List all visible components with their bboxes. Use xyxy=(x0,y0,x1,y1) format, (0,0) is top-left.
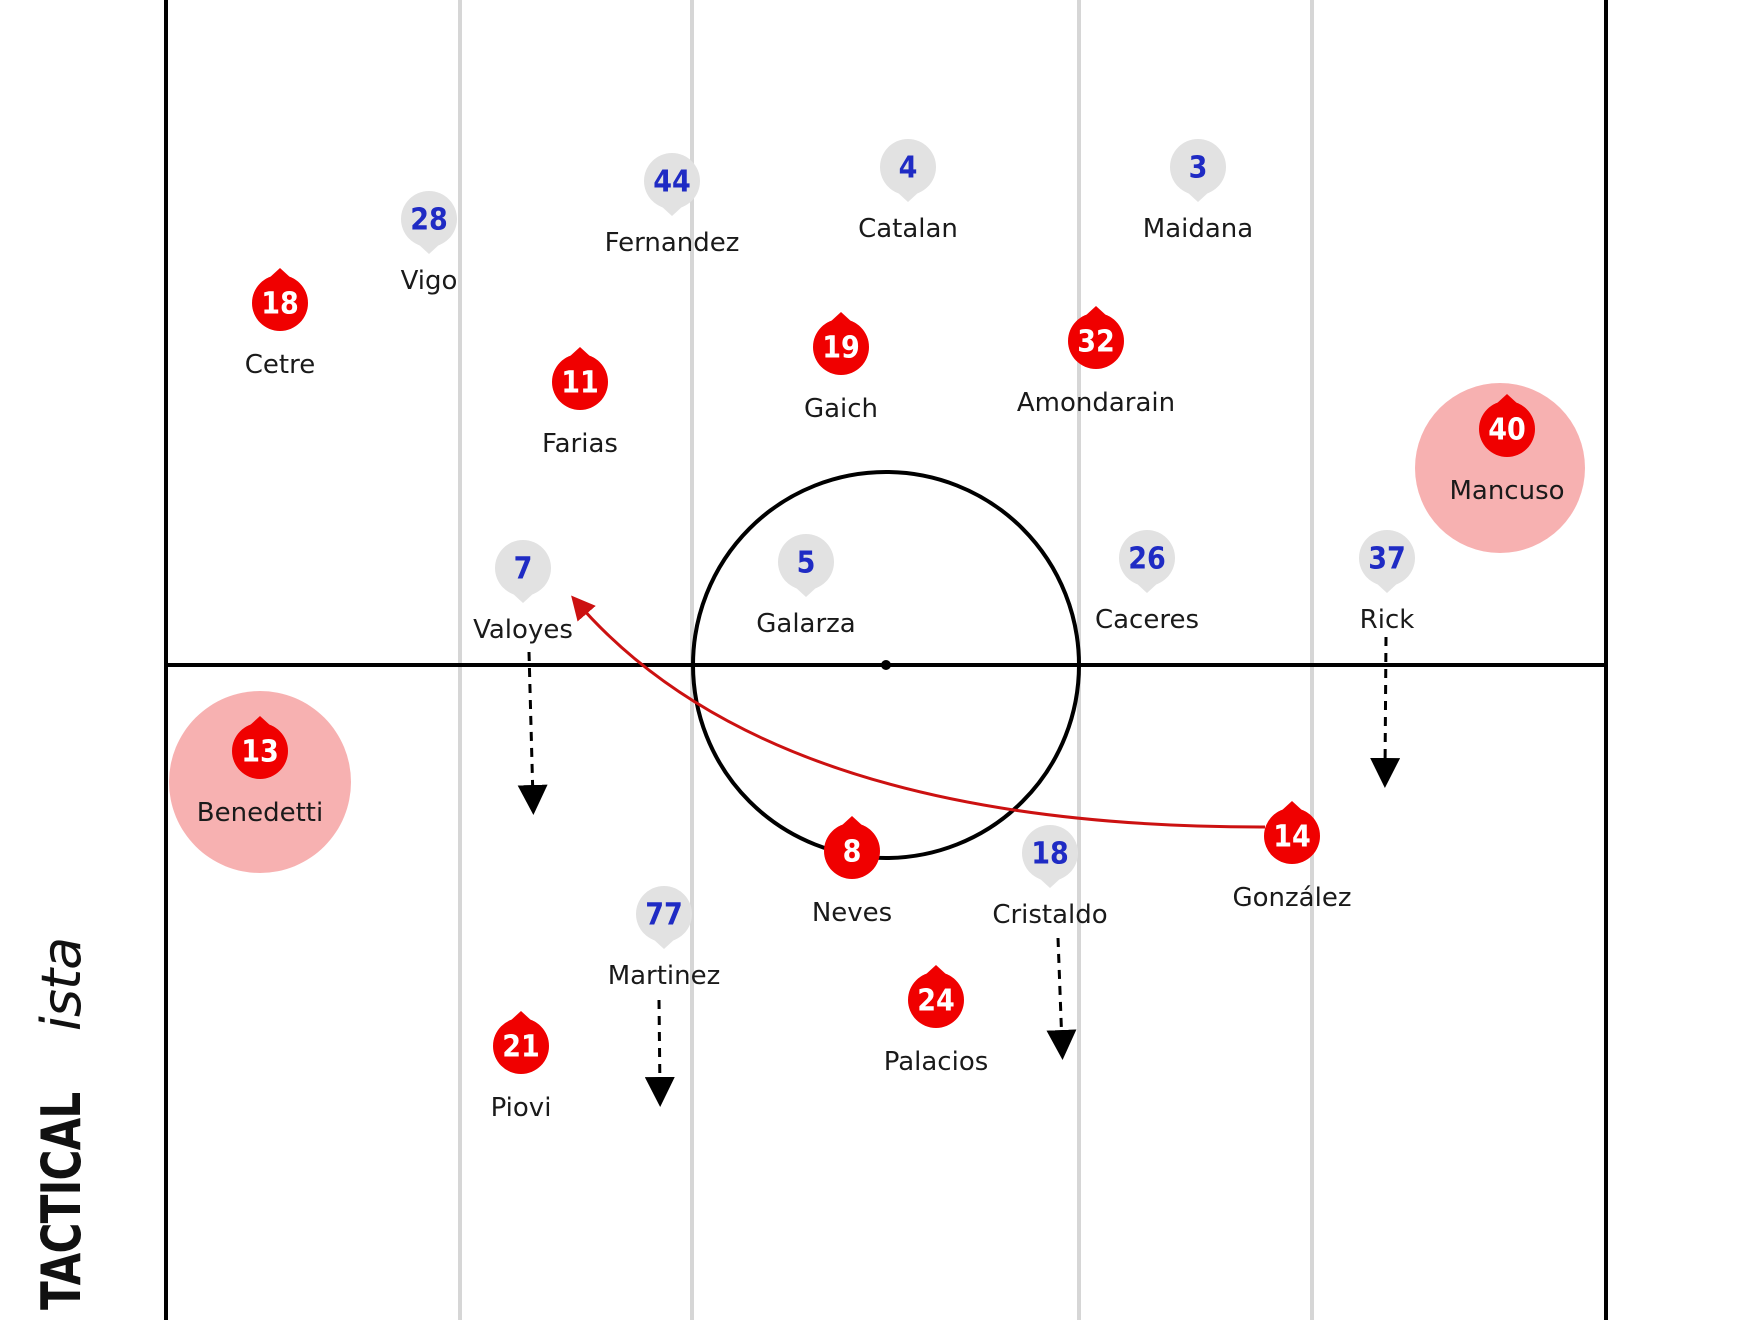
player-name: Martinez xyxy=(608,961,721,991)
player-badge xyxy=(880,139,936,195)
player-number: 3 xyxy=(1189,151,1208,186)
player-number: 32 xyxy=(1077,325,1115,360)
player-number: 40 xyxy=(1488,413,1526,448)
players: 28Vigo44Fernandez4Catalan3Maidana18Cetre… xyxy=(197,139,1565,1123)
player-badge xyxy=(1170,139,1226,195)
movement-arrows xyxy=(517,595,1401,1107)
logo-bold-text: TACTICAL xyxy=(30,1092,93,1310)
player-number: 11 xyxy=(561,366,599,401)
player-number: 7 xyxy=(514,552,533,587)
player-name: Vigo xyxy=(401,266,458,296)
player-badge xyxy=(495,540,551,596)
player-number: 14 xyxy=(1273,820,1311,855)
player-badge xyxy=(1022,825,1078,881)
player-number: 26 xyxy=(1128,542,1166,577)
player-number: 8 xyxy=(843,835,862,870)
player-number: 37 xyxy=(1368,542,1406,577)
highlights xyxy=(169,383,1585,873)
player-name: Neves xyxy=(812,898,892,928)
run-arrow-martinez xyxy=(644,999,675,1107)
player-name: González xyxy=(1233,883,1352,913)
player-name: Cetre xyxy=(245,350,315,380)
player-badge xyxy=(636,886,692,942)
logo-italic-text: ista xyxy=(30,937,93,1032)
player-number: 5 xyxy=(797,546,816,581)
player-name: Valoyes xyxy=(473,615,573,645)
player-number: 44 xyxy=(653,165,691,200)
player-number: 77 xyxy=(645,898,683,933)
player-number: 13 xyxy=(241,735,279,770)
run-arrow-valoyes xyxy=(517,651,548,815)
run-arrow-cristaldo xyxy=(1046,937,1077,1060)
player-badge xyxy=(778,534,834,590)
player-badge xyxy=(552,354,608,410)
player-badge xyxy=(1119,530,1175,586)
highlight-mancuso xyxy=(1415,383,1585,553)
player-name: Palacios xyxy=(884,1047,989,1077)
player-badge xyxy=(232,723,288,779)
player-number: 19 xyxy=(822,331,860,366)
player-badge xyxy=(1359,530,1415,586)
pass-arrow-gonzalez-to-valoyes xyxy=(571,595,1266,829)
player-name: Fernandez xyxy=(605,228,740,258)
player-badge xyxy=(908,972,964,1028)
player-name: Catalan xyxy=(858,214,958,244)
pitch-markings xyxy=(164,0,1608,1320)
run-arrow-rick xyxy=(1370,636,1401,788)
player-name: Caceres xyxy=(1095,605,1199,635)
player-badge xyxy=(813,319,869,375)
player-badge xyxy=(252,275,308,331)
player-number: 21 xyxy=(502,1030,540,1065)
player-name: Maidana xyxy=(1143,214,1253,244)
player-number: 28 xyxy=(410,203,448,238)
highlight-benedetti xyxy=(169,691,351,873)
player-name: Amondarain xyxy=(1017,388,1175,418)
player-badge xyxy=(1068,313,1124,369)
player-number: 24 xyxy=(917,984,955,1019)
player-badge xyxy=(644,153,700,209)
player-number: 18 xyxy=(261,287,299,322)
center-circle xyxy=(691,470,1081,860)
player-number: 18 xyxy=(1031,837,1069,872)
player-badge xyxy=(824,823,880,879)
player-name: Cristaldo xyxy=(992,900,1107,930)
player-name: Mancuso xyxy=(1449,476,1564,506)
player-name: Farias xyxy=(542,429,618,459)
player-badge xyxy=(493,1018,549,1074)
player-badge xyxy=(401,191,457,247)
player-badge xyxy=(1479,401,1535,457)
player-number: 4 xyxy=(899,151,918,186)
player-name: Gaich xyxy=(804,394,878,424)
player-name: Benedetti xyxy=(197,798,323,828)
center-spot xyxy=(881,660,891,670)
player-badge xyxy=(1264,808,1320,864)
tacticalista-logo: TACTICAL ista xyxy=(30,938,93,1310)
player-name: Galarza xyxy=(756,609,856,639)
player-name: Rick xyxy=(1360,605,1415,635)
player-name: Piovi xyxy=(491,1093,552,1123)
